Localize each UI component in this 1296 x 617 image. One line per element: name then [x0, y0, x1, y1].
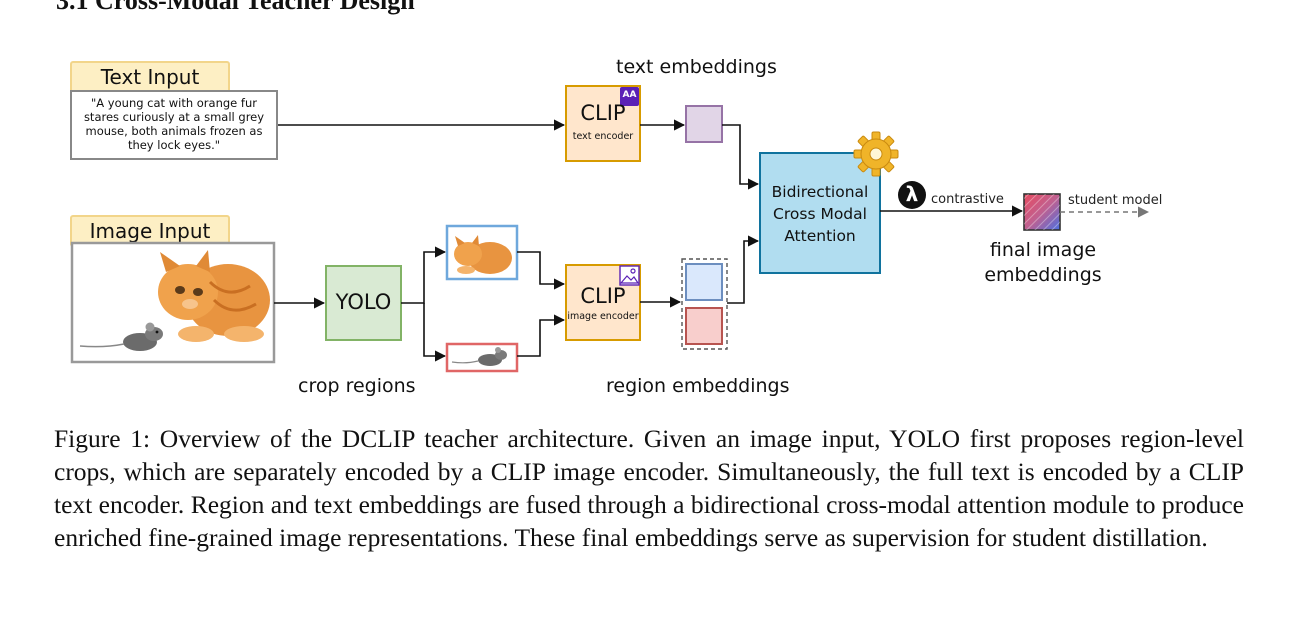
mouse-illustration: [79, 322, 163, 351]
attention-label-line-1: Bidirectional: [771, 183, 869, 201]
lambda-symbol: λ: [905, 182, 919, 206]
clip-text-subtitle: text encoder: [572, 131, 634, 142]
region-embeddings-to-attention-arrow: [727, 235, 760, 304]
cat-crop-to-clip-arrow: [517, 251, 566, 290]
region-embedding-red: [685, 307, 723, 345]
text-badge-label: AA: [622, 90, 637, 100]
region-embeddings-group: [681, 258, 728, 350]
cat-crop-region: [445, 224, 519, 281]
final-embedding-hatch: [1024, 194, 1060, 230]
section-heading: 3.1 Cross-Modal Teacher Design: [56, 0, 415, 15]
attention-label-line-3: Attention: [784, 227, 856, 245]
clip-text-title: CLIP: [580, 101, 626, 125]
yolo-to-cat-crop-arrow: [401, 246, 447, 304]
yolo-to-mouse-crop-arrow: [423, 303, 447, 362]
attention-label: Bidirectional Cross Modal Attention: [760, 181, 880, 247]
text-input-quote: "A young cat with orange fur stares curi…: [70, 90, 278, 160]
cat-illustration: [158, 250, 270, 342]
yolo-label: YOLO: [335, 290, 392, 314]
image-badge-icon: [619, 265, 640, 286]
final-embeddings-label-line-1: final image: [989, 239, 1097, 261]
contrastive-label: contrastive: [931, 192, 1004, 207]
attention-label-line-2: Cross Modal: [773, 205, 867, 223]
mouse-crop-region: [445, 342, 519, 373]
clip-image-subtitle: image encoder: [567, 311, 639, 322]
final-embeddings-label-line-2: embeddings: [984, 264, 1102, 286]
architecture-diagram: [70, 85, 1150, 373]
gear-icon: [853, 131, 899, 177]
cross-modal-attention-box: [759, 152, 881, 274]
lambda-badge: [898, 181, 926, 209]
student-model-label: student model: [1068, 193, 1163, 208]
text-badge-icon: [620, 87, 639, 106]
figure-caption: Figure 1: Overview of the DCLIP teacher …: [54, 424, 1244, 552]
image-input-tag: Image Input: [70, 215, 230, 247]
text-embedding-square: [685, 105, 723, 143]
region-embedding-blue: [685, 263, 723, 301]
clip-image-title: CLIP: [580, 284, 626, 308]
text-embedding-to-attention-arrow: [722, 124, 760, 190]
text-embeddings-label: text embeddings: [616, 56, 777, 78]
image-input-picture: [70, 241, 276, 364]
mouse-crop-to-clip-arrow: [517, 314, 566, 357]
final-embeddings-label: final image embeddings: [966, 238, 1120, 288]
crop-regions-label: crop regions: [298, 375, 416, 397]
region-embeddings-label: region embeddings: [606, 375, 790, 397]
